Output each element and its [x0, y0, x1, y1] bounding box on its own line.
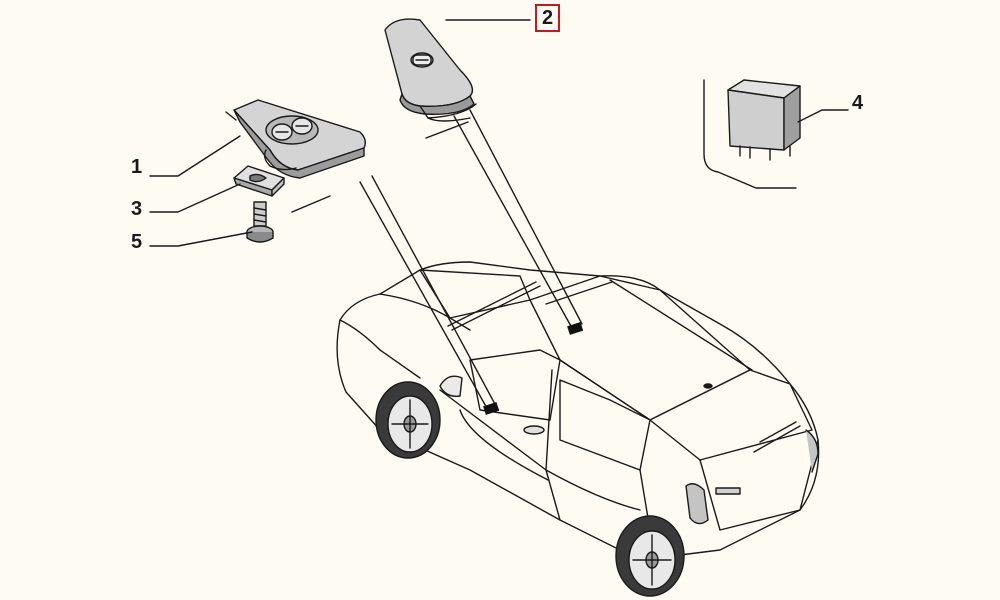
relay-icon: [703, 79, 801, 189]
callout-label-1[interactable]: 1: [131, 156, 143, 178]
location-marker-part-2: [567, 322, 584, 335]
screw-icon: [246, 201, 274, 243]
leader-lines: [149, 19, 849, 247]
window-switch-panel-single-icon: [384, 18, 477, 122]
callout-label-2[interactable]: 2: [535, 4, 561, 32]
hatchback-car-icon: [336, 261, 820, 597]
location-pointers: [291, 109, 583, 411]
clip-nut-icon: [233, 165, 285, 197]
window-switch-panel-double-icon: [225, 99, 367, 179]
callout-label-3[interactable]: 3: [131, 198, 143, 220]
location-marker-part-1: [483, 402, 500, 415]
callout-label-5[interactable]: 5: [131, 231, 143, 253]
callout-label-4[interactable]: 4: [852, 92, 864, 114]
